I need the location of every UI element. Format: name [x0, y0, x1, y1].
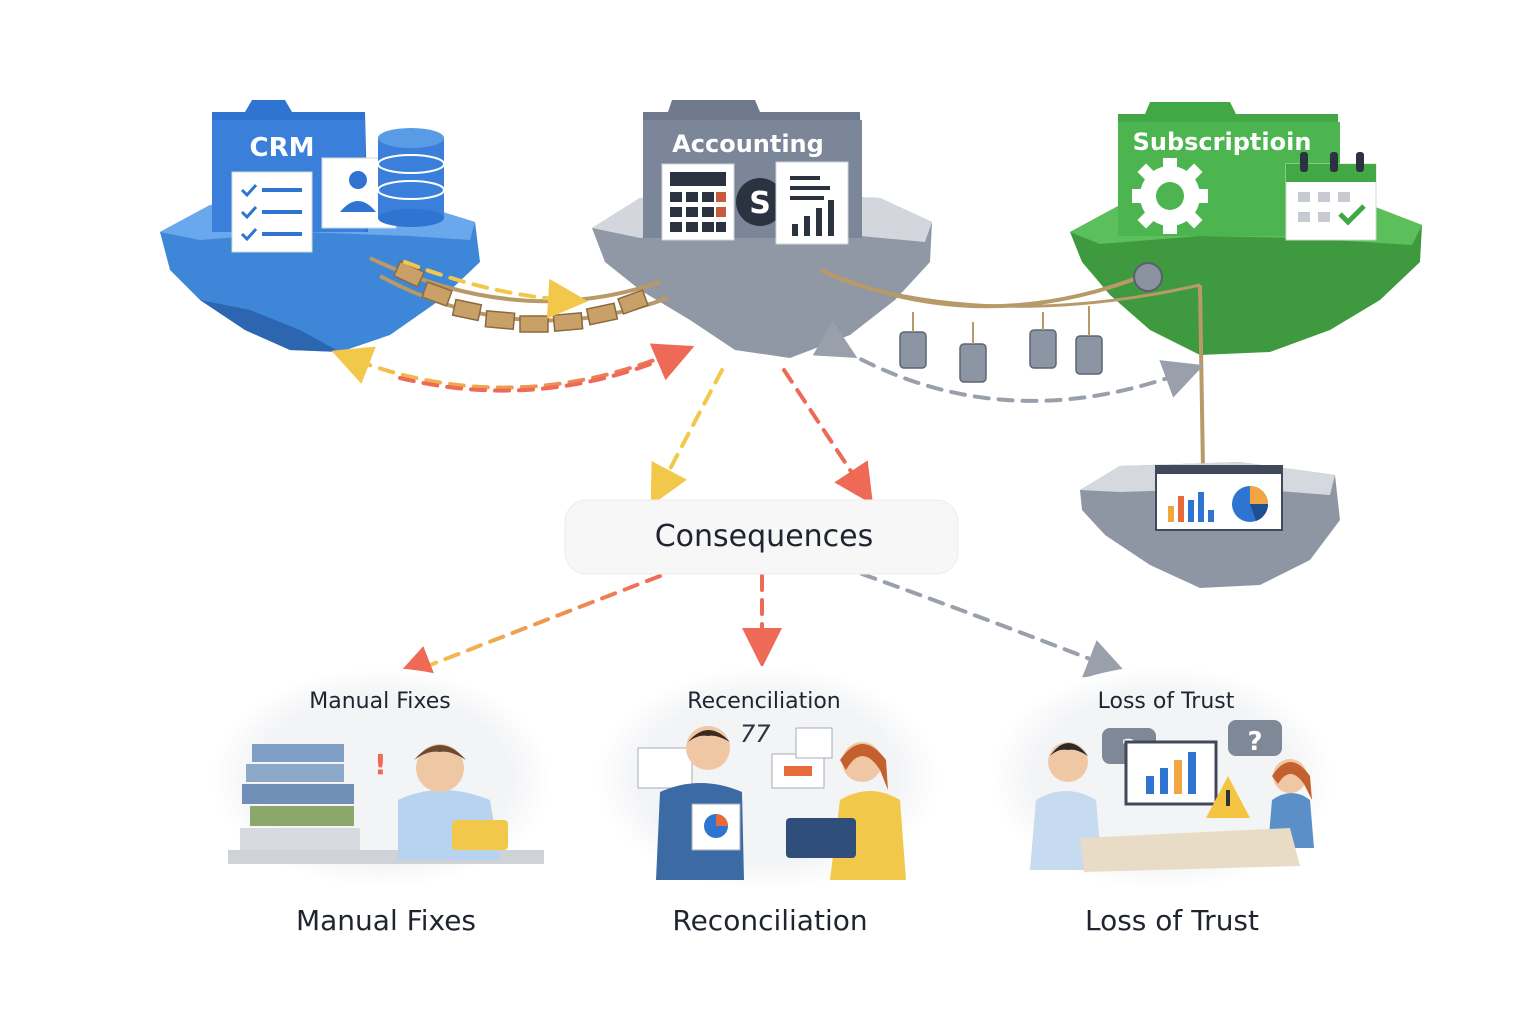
- connector-plug-icon: [1133, 262, 1163, 292]
- consequences-label: Consequences: [655, 519, 874, 554]
- woman-laptop-icon: [786, 742, 906, 880]
- arrow-to-manual-fixes: [393, 574, 662, 684]
- outcome-heading: Manual Fixes: [309, 689, 450, 714]
- chart-screen-icon: [1155, 465, 1283, 531]
- dollar-icon: S: [736, 178, 784, 226]
- outcome-heading: Loss of Trust: [1098, 689, 1235, 714]
- svg-text:?: ?: [1247, 727, 1262, 757]
- arrow-crm-to-accounting: [403, 260, 588, 319]
- arrow-accounting-to-crm: [331, 346, 677, 390]
- checklist-icon: [231, 171, 313, 253]
- man-presenting-icon: [656, 726, 744, 880]
- arrow-crm-return: [398, 343, 695, 393]
- subscription-title: Subscriptioin: [1133, 128, 1312, 156]
- outcome-heading: Recenciliation: [687, 689, 840, 714]
- monitor-chart-icon: [1124, 740, 1218, 806]
- crm-system: CRM: [160, 100, 480, 352]
- can-icon: [959, 343, 987, 383]
- rope-bridge: [369, 256, 669, 333]
- outcome-caption: Manual Fixes: [296, 904, 476, 937]
- arrow-accounting-subscription: [812, 320, 1204, 403]
- flow-arrows: [331, 260, 1204, 684]
- svg-text:S: S: [749, 186, 771, 221]
- arrow-to-loss-of-trust: [860, 572, 1127, 678]
- alert-icon: !: [374, 748, 387, 781]
- scribble-numbers: 77: [740, 720, 771, 748]
- consequences-box: Consequences: [564, 499, 959, 575]
- arrow-to-consequences-left: [650, 368, 724, 506]
- outcome-loss-of-trust: Loss of Trust ? ? Loss of Trust: [990, 666, 1334, 937]
- database-icon: [377, 128, 445, 227]
- outcome-manual-fixes: Manual Fixes ! Manual Fixes: [212, 668, 552, 937]
- report-chart-icon: [775, 161, 849, 245]
- outcome-caption: Reconciliation: [672, 904, 867, 937]
- gear-icon: [1132, 158, 1208, 234]
- outcome-reconciliation: Recenciliation 77 Reconciliation: [596, 666, 940, 937]
- can-icon: [899, 331, 927, 369]
- subscription-system: Subscriptioin: [1070, 102, 1422, 355]
- reporting-island: [1080, 462, 1340, 588]
- calculator-icon: [661, 163, 735, 241]
- outcome-caption: Loss of Trust: [1085, 904, 1259, 937]
- accounting-system: Accounting S: [592, 100, 932, 358]
- can-icon: [1075, 335, 1103, 375]
- calendar-check-icon: [1285, 152, 1377, 241]
- arrow-to-consequences-right: [782, 368, 874, 505]
- accounting-title: Accounting: [672, 130, 824, 158]
- desk: [1080, 828, 1300, 872]
- can-icon: [1029, 329, 1057, 369]
- worried-person-icon: [398, 744, 508, 860]
- crm-title: CRM: [250, 133, 315, 163]
